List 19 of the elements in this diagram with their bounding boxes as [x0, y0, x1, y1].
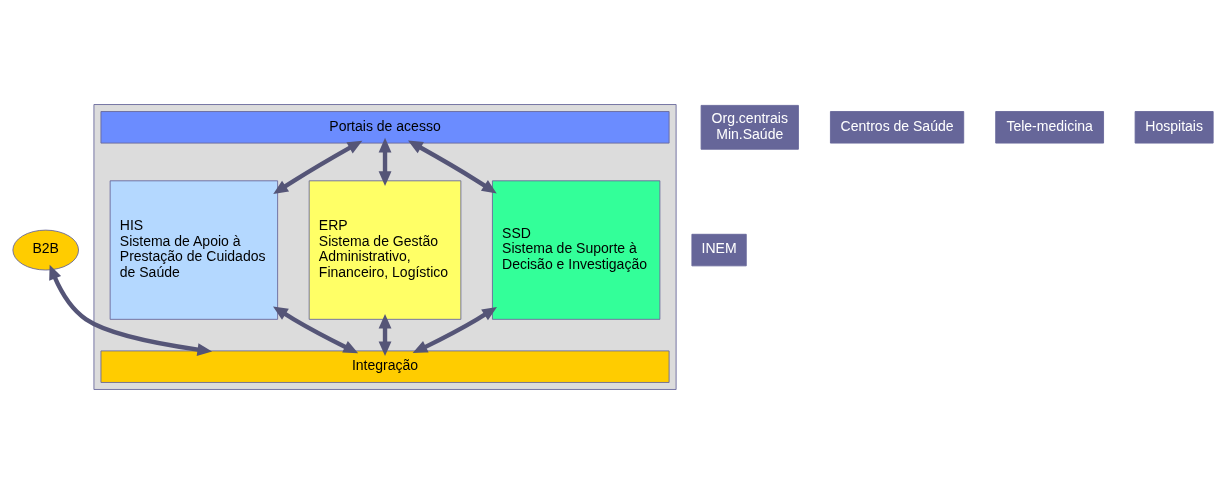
- node-box: Tele-medicina: [995, 111, 1104, 144]
- arrow: [412, 307, 497, 354]
- arrow: [378, 313, 392, 357]
- node-box: Hospitais: [1134, 111, 1214, 144]
- node-box: INEM: [691, 233, 747, 267]
- node-box: ERP Sistema de Gestão Administrativo, Financeiro, Logístico: [308, 180, 462, 320]
- node-box: Integração: [100, 350, 670, 383]
- arrow: [273, 140, 363, 195]
- node-box: Org.centrais Min.Saúde: [700, 104, 799, 150]
- node-box: Centros de Saúde: [830, 111, 965, 144]
- arrow: [49, 264, 213, 356]
- cluster: [93, 104, 677, 390]
- arrow: [273, 306, 359, 354]
- arrow: [408, 140, 497, 194]
- arrow: [378, 137, 392, 187]
- node-ellipse: B2B: [12, 229, 79, 271]
- node-box: SSD Sistema de Suporte à Decisão e Investigação: [492, 180, 661, 320]
- node-box: HIS Sistema de Apoio à Prestação de Cuidados de Saúde: [109, 180, 279, 320]
- node-box: Portais de acesso: [100, 111, 670, 144]
